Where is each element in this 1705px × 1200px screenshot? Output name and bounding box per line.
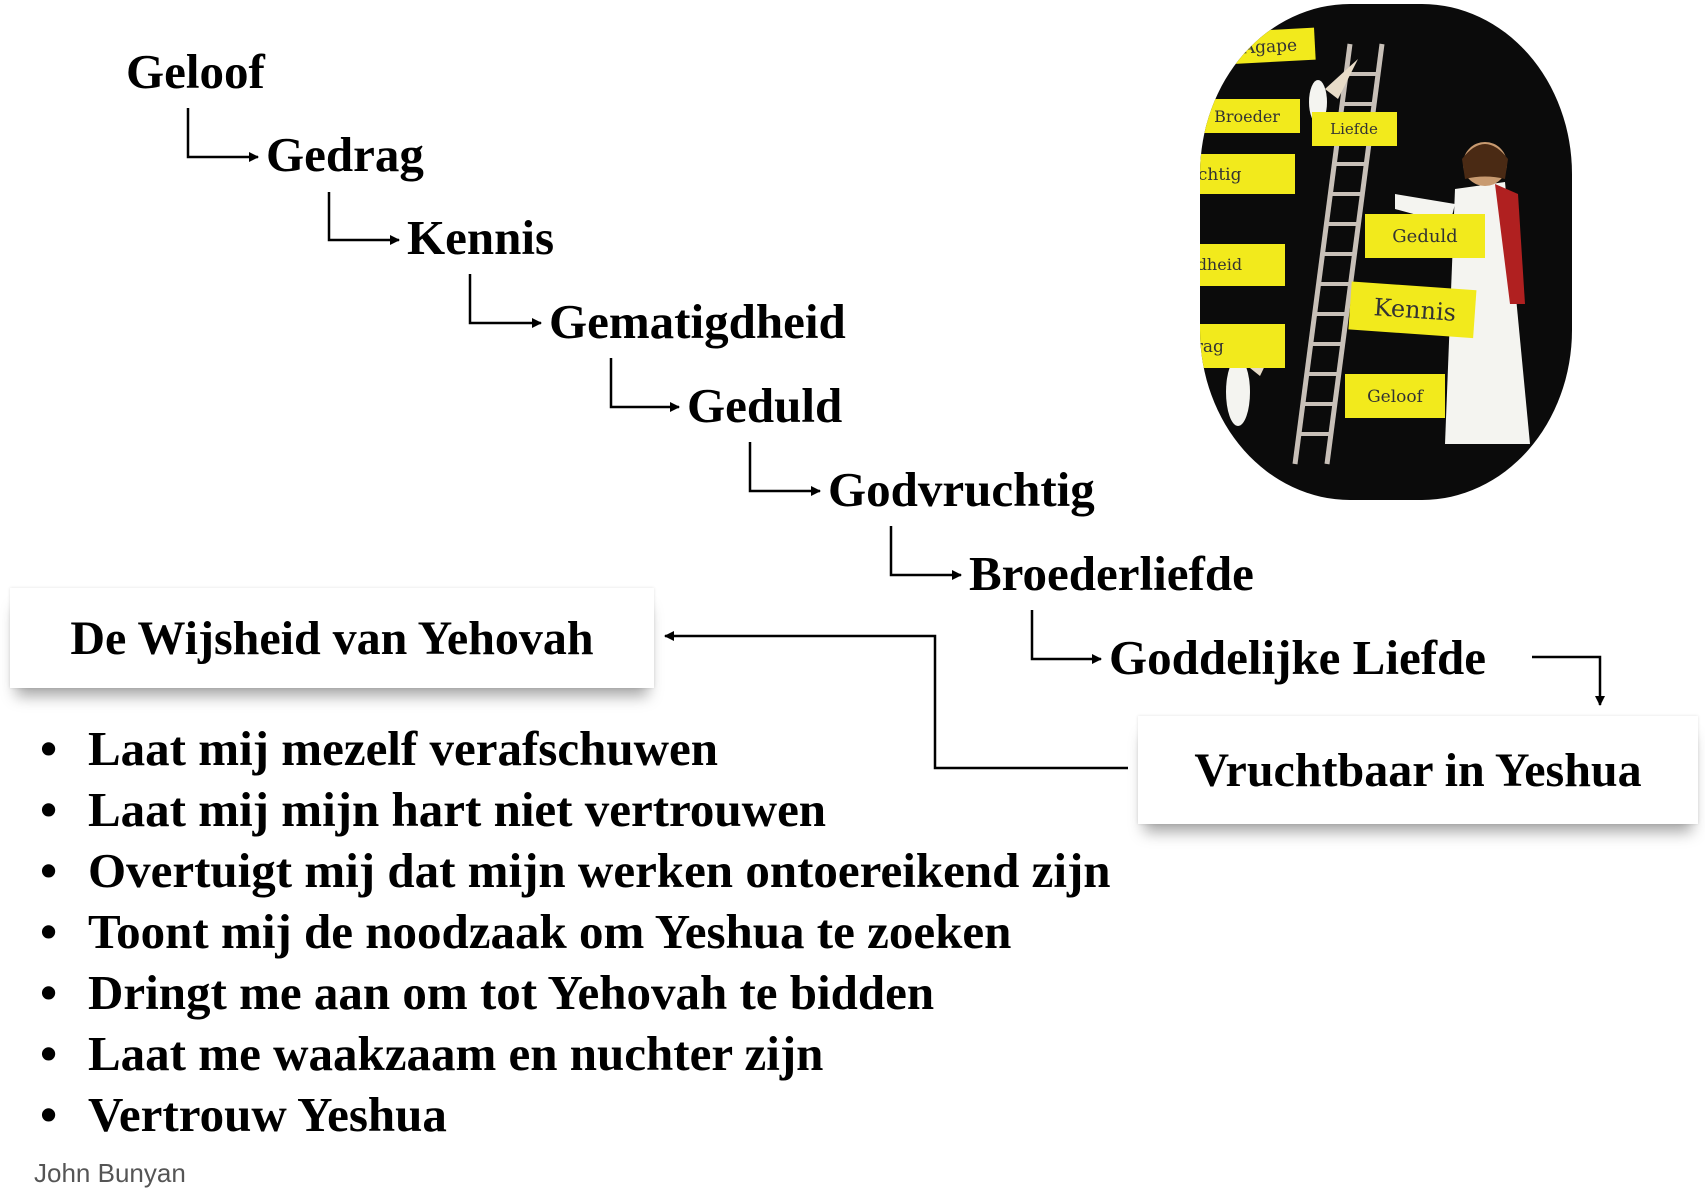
bullet-dot: • [40,1087,58,1142]
svg-text:Agape: Agape [1241,36,1297,59]
callout-fruitful-in-yeshua: Vruchtbaar in Yeshua [1138,716,1698,824]
arrow-broederliefde-goddelijke [1030,610,1102,664]
callout-wisdom-label: De Wijsheid van Yehovah [70,611,594,665]
bullet-dot: • [40,1026,58,1081]
list-item: •Vertrouw Yeshua [40,1084,1111,1145]
list-item: •Toont mij de noodzaak om Yeshua te zoek… [40,901,1111,962]
svg-text:Gedrag: Gedrag [1200,337,1224,357]
list-item: •Laat mij mezelf verafschuwen [40,718,1111,779]
step-godvruchtig: Godvruchtig [828,462,1095,517]
arrow-gematigdheid-geduld [609,358,680,412]
list-item: •Laat me waakzaam en nuchter zijn [40,1023,1111,1084]
arrow-geduld-godvruchtig [748,442,821,496]
arrow-goddelijke-to-vruchtbaar [1532,655,1605,706]
svg-text:Broeder: Broeder [1214,107,1280,126]
step-gedrag: Gedrag [266,127,424,182]
ladder-illustration: Agape Broeder Liefde Godvruchtig Geduld … [1200,4,1572,500]
step-geloof: Geloof [126,44,265,99]
step-goddelijke-liefde: Goddelijke Liefde [1109,630,1487,685]
gedrag-tag: Gedrag [1200,324,1285,368]
liefde-tag: Liefde [1312,112,1397,146]
agape-tag: Agape [1224,27,1316,65]
bullet-dot: • [40,904,58,959]
list-item: •Dringt me aan om tot Yehovah te bidden [40,962,1111,1023]
bullet-dot: • [40,843,58,898]
svg-text:Geloof: Geloof [1367,387,1425,407]
svg-text:Liefde: Liefde [1330,120,1378,138]
bullet-dot: • [40,782,58,837]
geduld-tag: Geduld [1365,214,1485,258]
wisdom-bullet-list: •Laat mij mezelf verafschuwen •Laat mij … [40,718,1111,1145]
step-gematigdheid: Gematigdheid [549,294,846,349]
bullet-dot: • [40,965,58,1020]
bullet-dot: • [40,721,58,776]
step-broederliefde: Broederliefde [969,546,1254,601]
geloof-tag: Geloof [1345,374,1445,418]
arrow-gedrag-kennis [327,192,400,245]
arrow-godvruchtig-broederliefde [889,526,962,580]
author-credit: John Bunyan [34,1158,186,1188]
broeder-tag: Broeder [1200,99,1300,133]
godvruchtig-tag: Godvruchtig [1200,154,1295,194]
callout-wisdom-of-yehovah: De Wijsheid van Yehovah [10,588,654,688]
svg-text:Kennis: Kennis [1373,293,1457,327]
list-item: •Overtuigt mij dat mijn werken ontoereik… [40,840,1111,901]
list-item: •Laat mij mijn hart niet vertrouwen [40,779,1111,840]
kennis-tag: Kennis [1348,281,1477,339]
svg-text:Gematigdheid: Gematigdheid [1200,255,1242,274]
svg-text:Geduld: Geduld [1392,226,1457,247]
step-kennis: Kennis [407,210,555,265]
step-geduld: Geduld [687,378,843,433]
arrow-geloof-gedrag [186,108,259,162]
svg-text:Godvruchtig: Godvruchtig [1200,165,1242,185]
callout-fruitful-label: Vruchtbaar in Yeshua [1194,743,1642,797]
arrow-vruchtbaar-to-wijsheid [664,631,1128,770]
arrow-kennis-gematigdheid [468,274,542,328]
gematigdheid-tag: Gematigdheid [1200,244,1285,286]
